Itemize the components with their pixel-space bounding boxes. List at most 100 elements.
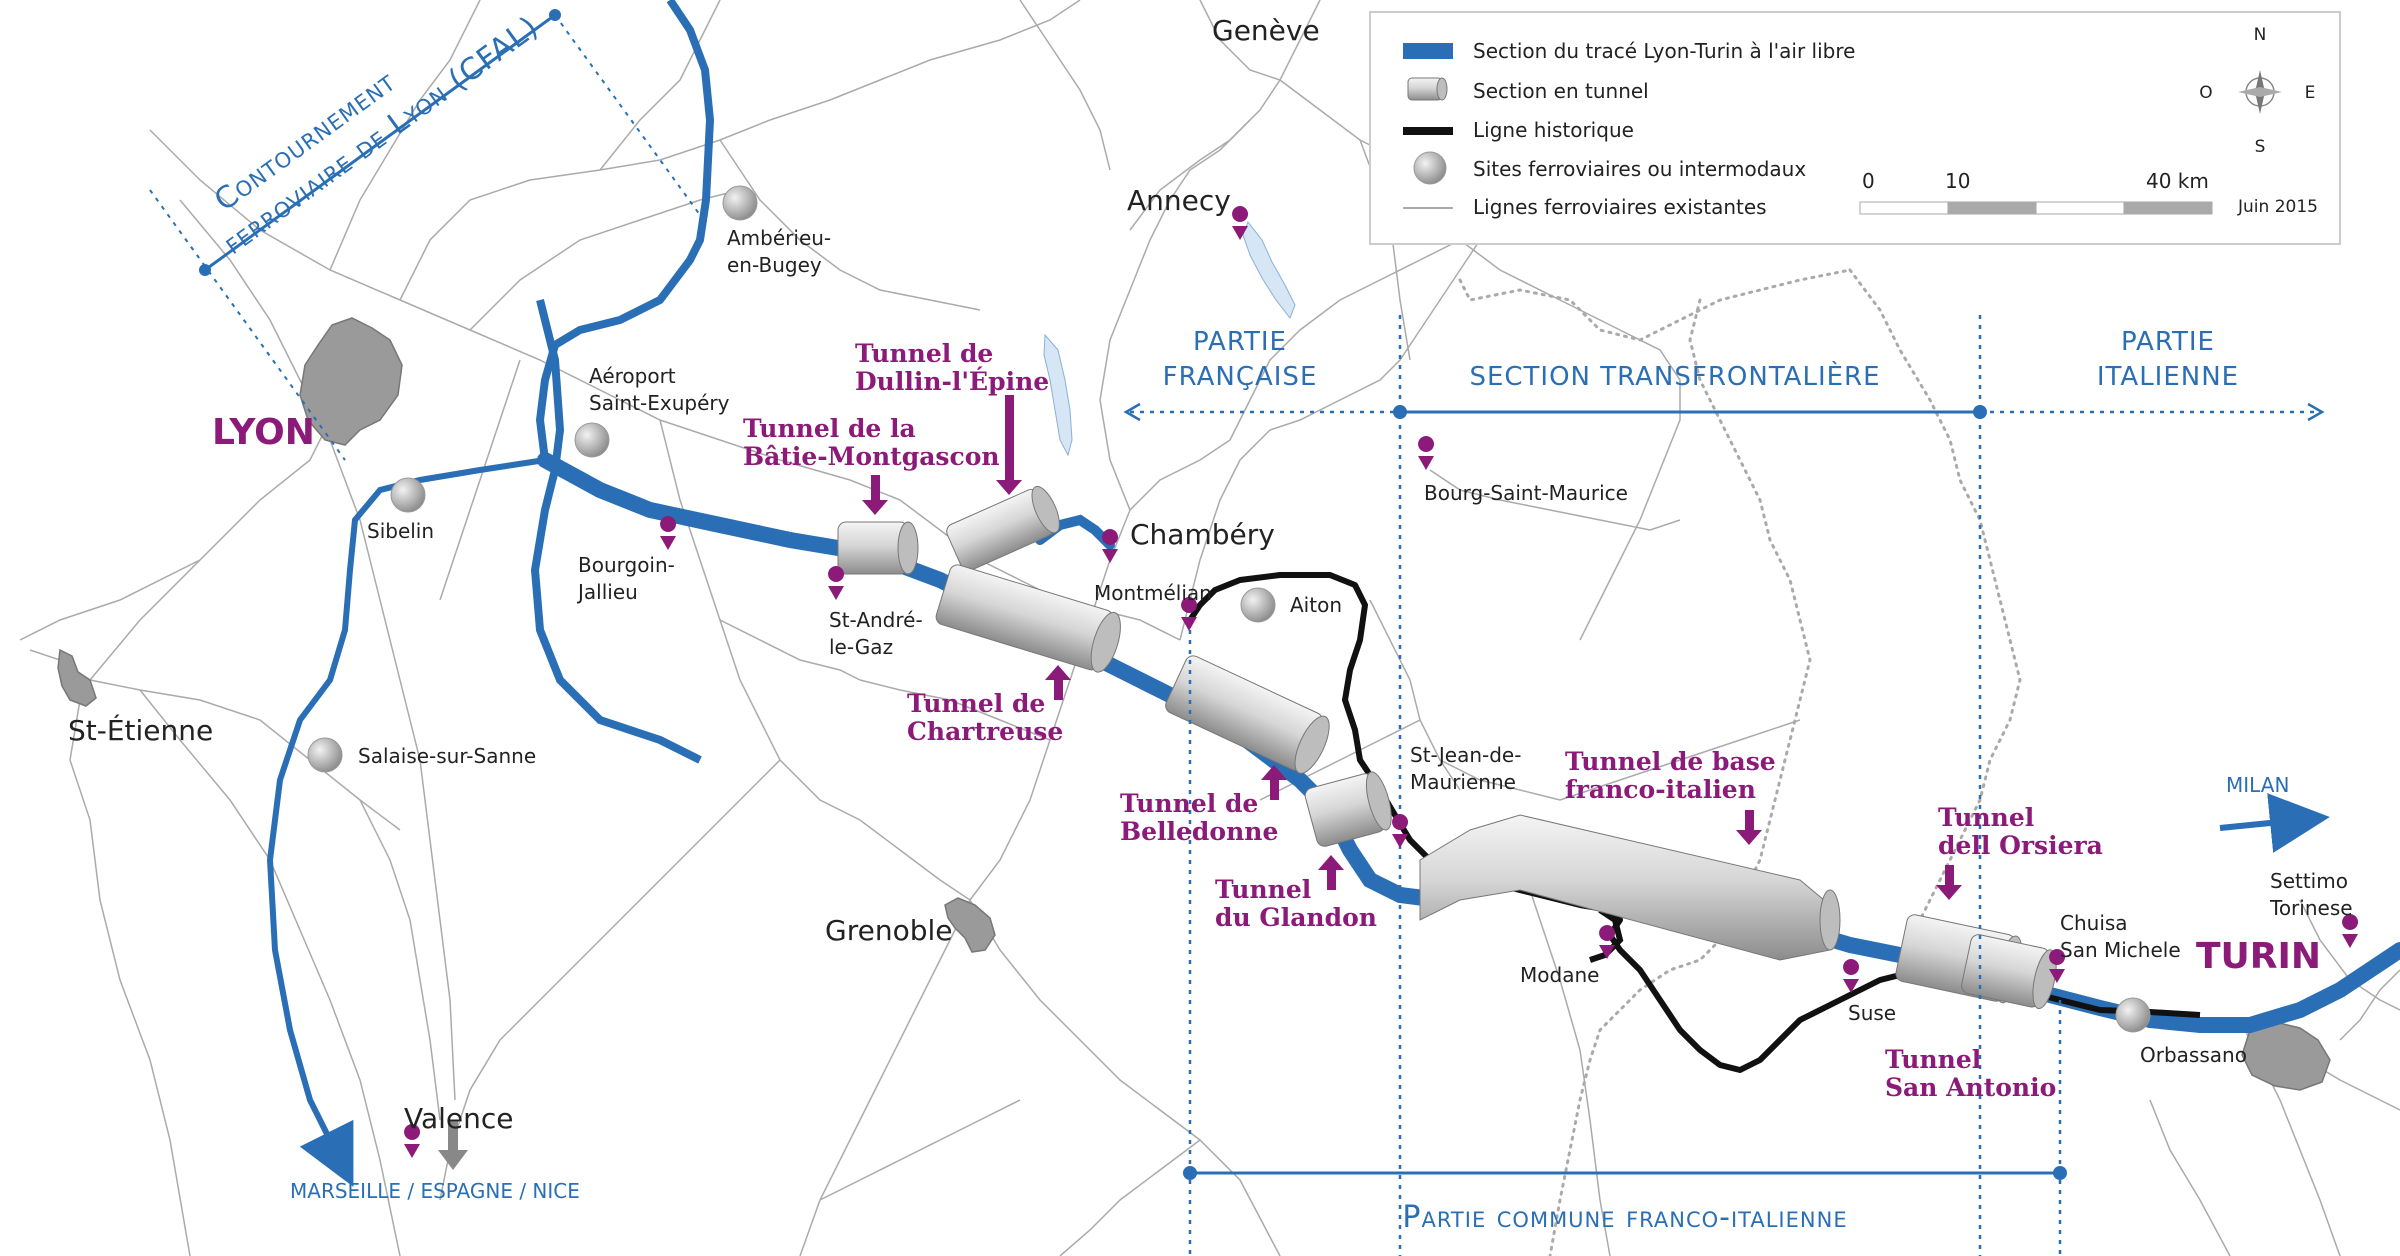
place-aeroport-1: Aéroport xyxy=(589,364,676,388)
border-france-switzerland xyxy=(1458,268,1852,342)
legend-item-site: Sites ferroviaires ou intermodaux xyxy=(1473,157,1806,181)
place-bsm: Bourg-Saint-Maurice xyxy=(1424,481,1628,505)
scale-bar xyxy=(1859,201,2213,215)
tunnel-glandon xyxy=(1304,771,1392,847)
lyon-area xyxy=(299,317,403,446)
pin-chuisa xyxy=(2049,949,2066,983)
grenoble-area xyxy=(944,897,996,953)
pin-valence xyxy=(404,1124,421,1158)
place-amberieu-2: en-Bugey xyxy=(727,253,822,277)
section-transfrontaliere: SECTION TRANSFRONTALIÈRE xyxy=(1469,360,1880,392)
pin-settimo xyxy=(2342,914,2359,948)
legend-item-rail: Lignes ferroviaires existantes xyxy=(1473,195,1767,219)
line-south-marseille xyxy=(266,457,546,1187)
label-antonio-2: San Antonio xyxy=(1885,1073,2056,1102)
place-settimo-2: Torinese xyxy=(2269,896,2353,920)
place-suse: Suse xyxy=(1848,1001,1896,1025)
line-amberieu-loop xyxy=(530,299,702,764)
intermodal-sites xyxy=(307,185,2151,1033)
scale-ten: 10 xyxy=(1945,169,1970,193)
legend-item-open: Section du tracé Lyon-Turin à l'air libr… xyxy=(1473,39,1855,63)
pin-chambery xyxy=(1102,529,1119,563)
place-bourgoin-1: Bourgoin- xyxy=(578,553,675,577)
site-salaise xyxy=(307,737,343,773)
place-bourgoin-2: Jallieu xyxy=(576,580,638,604)
city-grenoble: Grenoble xyxy=(825,914,952,947)
place-modane: Modane xyxy=(1520,963,1599,987)
city-chambery: Chambéry xyxy=(1130,518,1275,551)
place-chuisa-1: Chuisa xyxy=(2060,911,2128,935)
label-chartreuse-1: Tunnel de xyxy=(907,689,1045,718)
place-st-andre-2: le-Gaz xyxy=(829,635,893,659)
legend-item-historic: Ligne historique xyxy=(1473,118,1634,142)
station-pins xyxy=(404,206,2359,1158)
legend-swatch-site xyxy=(1413,151,1447,185)
compass-e: E xyxy=(2305,83,2316,103)
legend: Section du tracé Lyon-Turin à l'air libr… xyxy=(1369,11,2341,245)
cfal-label: Contournement ferroviaire de Lyon (CFAL) xyxy=(208,9,545,261)
compass-o: O xyxy=(2199,83,2212,103)
legend-item-tunnel: Section en tunnel xyxy=(1473,79,1649,103)
label-milan: MILAN xyxy=(2226,773,2289,797)
pin-modane xyxy=(1599,925,1616,959)
compass-icon xyxy=(2238,70,2282,114)
site-aiton xyxy=(1240,587,1276,623)
site-orbassano xyxy=(2115,997,2151,1033)
site-sibelin xyxy=(390,477,426,513)
city-annecy: Annecy xyxy=(1127,184,1231,217)
tunnel-belledonne xyxy=(1165,655,1330,774)
place-salaise: Salaise-sur-Sanne xyxy=(358,744,536,768)
label-antonio-1: Tunnel xyxy=(1885,1045,1981,1074)
label-batie-1: Tunnel de la xyxy=(743,414,916,443)
tunnel-batie-montgascon xyxy=(837,521,919,575)
tunnel-label-arrows xyxy=(862,395,1962,900)
label-belledonne-2: Belledonne xyxy=(1120,817,1278,846)
pin-bourgoin xyxy=(660,516,677,550)
pin-bsm xyxy=(1418,436,1435,470)
valence-south-arrow xyxy=(438,1120,468,1170)
place-chuisa-2: San Michele xyxy=(2060,938,2181,962)
scale-forty: 40 km xyxy=(2146,169,2209,193)
section-dividers xyxy=(1123,315,2325,1256)
city-valence: Valence xyxy=(404,1102,514,1135)
tunnel-dullin-lepine xyxy=(946,485,1060,572)
legend-swatch-open xyxy=(1403,43,1453,59)
svg-text:ferroviaire de Lyon (CFAL): ferroviaire de Lyon (CFAL) xyxy=(217,9,545,261)
place-settimo-1: Settimo xyxy=(2270,869,2348,893)
milan-arrow xyxy=(2219,793,2330,853)
label-glandon-1: Tunnel xyxy=(1215,875,1311,904)
place-montmelian: Montmélian xyxy=(1094,581,1212,605)
city-turin: TURIN xyxy=(2196,936,2321,977)
label-belledonne-1: Tunnel de xyxy=(1120,789,1258,818)
label-batie-2: Bâtie-Montgascon xyxy=(743,442,1000,471)
place-aiton: Aiton xyxy=(1290,593,1342,617)
cfal-corridor xyxy=(149,9,701,461)
place-amberieu-1: Ambérieu- xyxy=(727,226,831,250)
border-france-italy xyxy=(1548,298,1812,1256)
site-amberieu xyxy=(722,185,758,221)
st-etienne-area xyxy=(57,648,97,707)
site-aeroport xyxy=(574,422,610,458)
lake-annecy xyxy=(1242,220,1296,320)
legend-date: Juin 2015 xyxy=(2237,197,2318,217)
pin-st-andre xyxy=(828,566,845,600)
label-base-2: franco-italien xyxy=(1565,775,1756,804)
lake-bourget xyxy=(1043,333,1073,457)
label-dullin-2: Dullin-l'Épine xyxy=(855,367,1049,396)
label-glandon-2: du Glandon xyxy=(1215,903,1377,932)
section-it-2: ITALIENNE xyxy=(2097,362,2239,392)
label-marseille: MARSEILLE / ESPAGNE / NICE xyxy=(290,1179,580,1203)
tunnel-base-franco-italien xyxy=(1419,814,1841,961)
place-sjm-2: Maurienne xyxy=(1410,770,1516,794)
label-base-1: Tunnel de base xyxy=(1565,747,1776,776)
section-fr-2: FRANÇAISE xyxy=(1163,362,1318,392)
place-st-andre-1: St-André- xyxy=(829,608,923,632)
pin-sjm xyxy=(1392,814,1409,848)
border-region xyxy=(1848,268,2022,962)
tunnel-chartreuse xyxy=(935,564,1121,673)
label-orsiera-1: Tunnel xyxy=(1938,803,2034,832)
place-sjm-1: St-Jean-de- xyxy=(1410,743,1521,767)
tunnel-san-antonio xyxy=(1961,934,2057,1010)
label-chartreuse-2: Chartreuse xyxy=(907,717,1063,746)
